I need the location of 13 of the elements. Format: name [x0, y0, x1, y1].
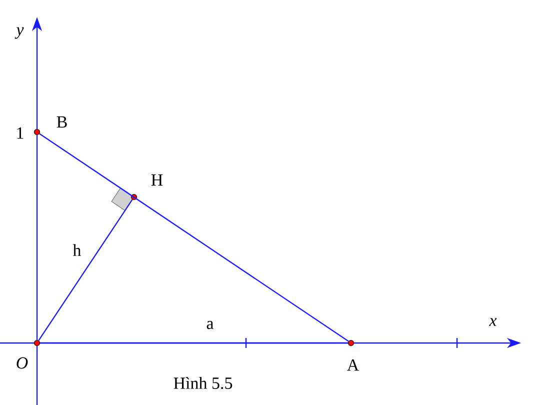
axis-label: x [489, 318, 497, 326]
point-label: O [16, 357, 28, 369]
edge-label: a [206, 320, 214, 330]
point-label: B [56, 116, 67, 128]
line-segment [39, 133, 349, 342]
axis-label: 1 [17, 127, 24, 139]
line-segment [40, 342, 348, 344]
point-label: A [347, 359, 360, 371]
edge-label: h [72, 244, 82, 256]
caption: Hình 5.5 [174, 376, 232, 390]
point-label: H [151, 174, 163, 186]
line-segment [38, 199, 133, 341]
axis-label: y [14, 27, 24, 39]
